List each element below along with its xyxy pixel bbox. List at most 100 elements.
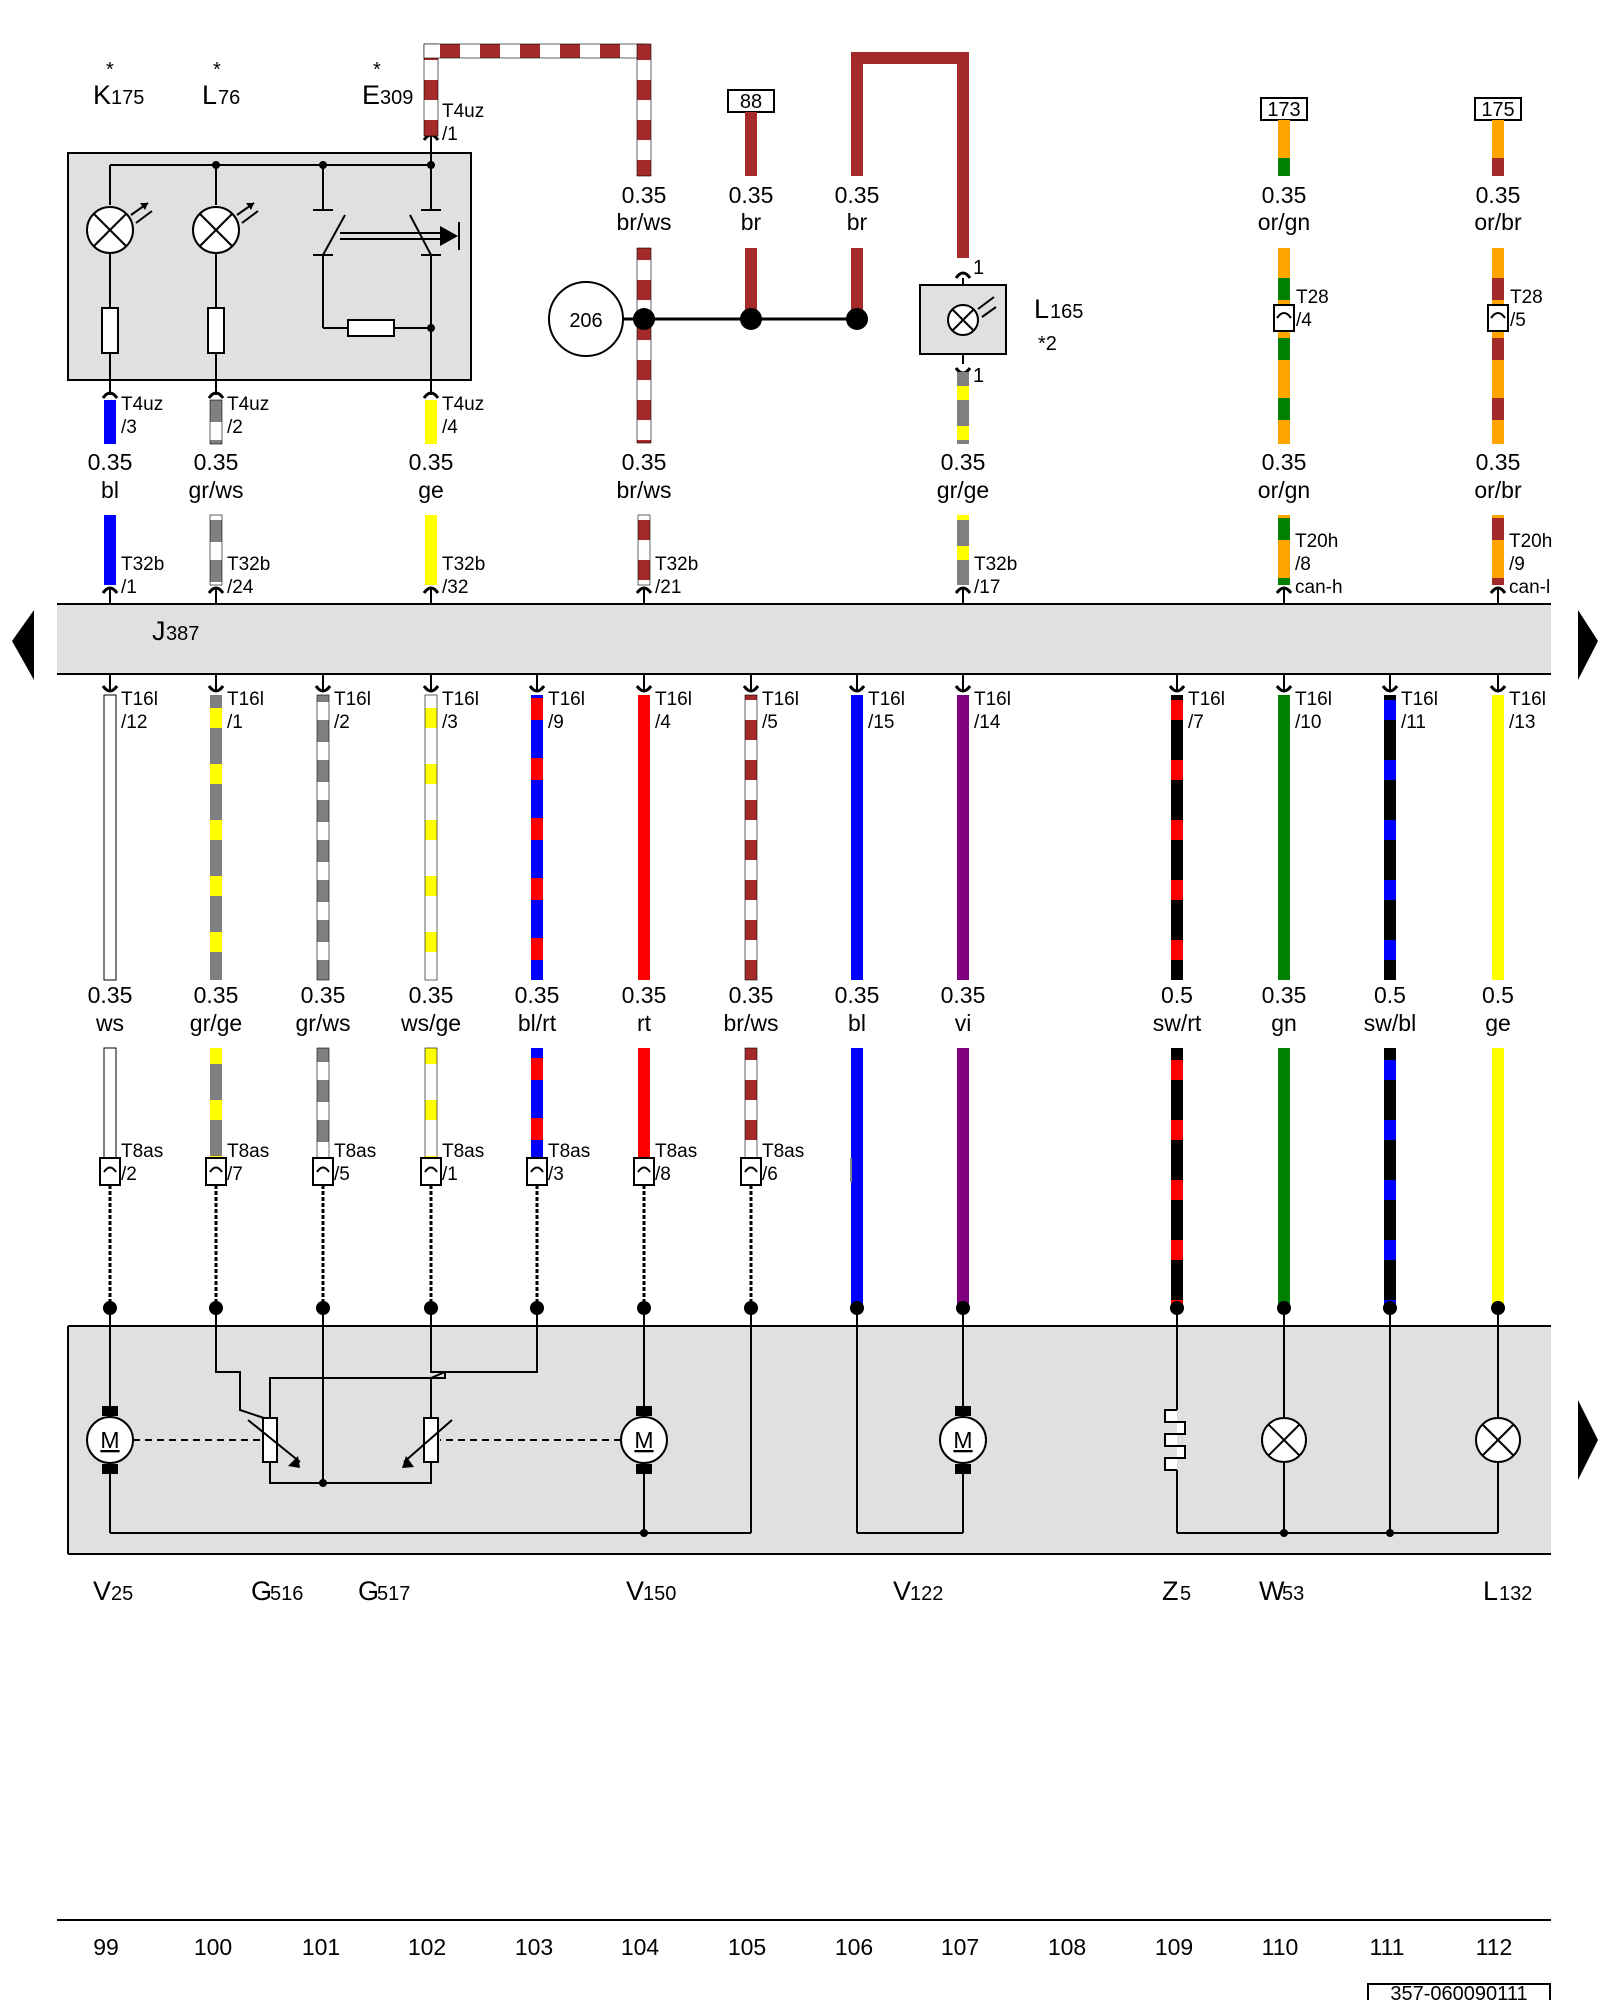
- connector-t8as-pin: T8as/5: [312, 1141, 376, 1308]
- svg-text:L: L: [202, 80, 217, 110]
- svg-text:175: 175: [111, 87, 144, 109]
- connector-name: T16l: [1509, 689, 1546, 710]
- connector-t16l-pin: T16l/11: [1381, 674, 1438, 733]
- svg-text:can-h: can-h: [1295, 577, 1343, 598]
- column-number: 110: [1262, 1934, 1299, 1960]
- svg-text:206: 206: [569, 310, 602, 332]
- component-l76-label: * L 76: [202, 59, 240, 110]
- upper-connectors: T32b/1 T32b/24 T32b/32 T32b/21 T32b/17 T…: [101, 531, 1552, 604]
- svg-text:T32b: T32b: [655, 554, 698, 575]
- connector-t16l-pin: T16l/14: [954, 674, 1011, 733]
- column-number: 104: [621, 1934, 660, 1960]
- wire-color: ws: [95, 1010, 124, 1036]
- connector-name: T8as: [762, 1141, 804, 1162]
- svg-text:0.35: 0.35: [88, 449, 133, 475]
- svg-text:G: G: [251, 1576, 272, 1606]
- svg-text:76: 76: [218, 87, 240, 109]
- connector-name: T8as: [334, 1141, 376, 1162]
- svg-text:150: 150: [643, 1583, 676, 1605]
- wire-color: bl/rt: [518, 1010, 557, 1036]
- wire-color: gr/ws: [296, 1010, 351, 1036]
- wire-color: vi: [955, 1010, 972, 1036]
- svg-text:or/br: or/br: [1474, 209, 1522, 235]
- connector-t16l-pin: T16l/3: [422, 674, 479, 733]
- svg-text:br: br: [847, 209, 868, 235]
- svg-text:516: 516: [270, 1583, 303, 1605]
- wire-color: bl: [848, 1010, 866, 1036]
- svg-text:0.35: 0.35: [622, 449, 667, 475]
- lamp-l132-icon: [1475, 1417, 1521, 1463]
- column-number: 111: [1370, 1934, 1405, 1960]
- svg-text:0.35: 0.35: [1262, 449, 1307, 475]
- svg-text:0.35: 0.35: [1262, 182, 1307, 208]
- page-next-arrow-icon[interactable]: [1578, 610, 1598, 680]
- connector-t16l-pin: T16l/4: [635, 674, 692, 733]
- connector-name: T16l: [334, 689, 371, 710]
- svg-text:T32b: T32b: [974, 554, 1017, 575]
- connector-t8as-pin: T8as/3: [526, 1141, 590, 1308]
- connector-name: T8as: [227, 1141, 269, 1162]
- connector-name: T16l: [1401, 689, 1438, 710]
- motor-v122-icon: M: [939, 1406, 987, 1474]
- svg-text:517: 517: [377, 1583, 410, 1605]
- svg-text:0.35: 0.35: [409, 449, 454, 475]
- wire-brws-top: 0.35 br/ws: [423, 43, 671, 444]
- connector-name: T16l: [655, 689, 692, 710]
- svg-text:5: 5: [1180, 1583, 1191, 1605]
- connector-pin: /7: [227, 1164, 243, 1185]
- wire-color: sw/rt: [1153, 1010, 1202, 1036]
- lamp-l165: 1 1 L 165 *2: [919, 257, 1083, 444]
- svg-text:T20h: T20h: [1509, 531, 1552, 552]
- lower-wires-lower-segment: [103, 1047, 1504, 1306]
- svg-text:/9: /9: [1509, 554, 1525, 575]
- svg-text:1: 1: [973, 365, 984, 387]
- connector-name: T16l: [1188, 689, 1225, 710]
- svg-text:*: *: [373, 59, 381, 81]
- svg-text:bl: bl: [101, 477, 119, 503]
- connector-pin: /3: [442, 712, 458, 733]
- wire-color: gr/ge: [190, 1010, 242, 1036]
- ref-175: 175 0.35 or/br T28 /5: [1474, 97, 1543, 444]
- column-number: 109: [1155, 1934, 1193, 1960]
- column-number: 112: [1476, 1934, 1513, 1960]
- column-number: 102: [408, 1934, 446, 1960]
- svg-text:G: G: [358, 1576, 379, 1606]
- wire-size: 0.35: [1262, 982, 1307, 1008]
- connector-name: T16l: [121, 689, 158, 710]
- svg-text:T32b: T32b: [121, 554, 164, 575]
- svg-text:T28: T28: [1510, 287, 1543, 308]
- page-next-arrow-icon-lower[interactable]: [1578, 1400, 1598, 1480]
- svg-text:E: E: [362, 80, 380, 110]
- svg-text:165: 165: [1050, 301, 1083, 323]
- wire-size: 0.35: [194, 982, 239, 1008]
- svg-text:Z: Z: [1162, 1576, 1179, 1606]
- svg-text:/24: /24: [227, 577, 254, 598]
- svg-text:/4: /4: [442, 417, 458, 438]
- svg-text:V: V: [626, 1576, 644, 1606]
- column-number: 100: [194, 1934, 232, 1960]
- svg-text:can-l: can-l: [1509, 577, 1550, 598]
- connector-pin: /10: [1295, 712, 1321, 733]
- svg-text:/1: /1: [121, 577, 137, 598]
- svg-text:88: 88: [740, 91, 762, 113]
- wire-size: 0.35: [729, 982, 774, 1008]
- svg-text:K: K: [93, 80, 111, 110]
- page-prev-arrow-icon[interactable]: [12, 610, 34, 680]
- svg-text:173: 173: [1267, 99, 1300, 121]
- svg-text:M: M: [634, 1427, 653, 1453]
- connector-pin: /7: [1188, 712, 1204, 733]
- lower-wires-upper-segment: [103, 694, 1504, 981]
- column-number: 101: [302, 1934, 340, 1960]
- svg-text:*: *: [213, 59, 221, 81]
- svg-text:M: M: [100, 1427, 119, 1453]
- svg-text:L: L: [1483, 1576, 1498, 1606]
- wire-color: gn: [1271, 1010, 1297, 1036]
- svg-text:*2: *2: [1038, 333, 1057, 355]
- svg-text:25: 25: [111, 1583, 133, 1605]
- svg-text:0.35: 0.35: [729, 182, 774, 208]
- wire-size: 0.5: [1161, 982, 1193, 1008]
- svg-text:T32b: T32b: [442, 554, 485, 575]
- svg-text:J: J: [152, 616, 166, 646]
- svg-text:/8: /8: [1295, 554, 1311, 575]
